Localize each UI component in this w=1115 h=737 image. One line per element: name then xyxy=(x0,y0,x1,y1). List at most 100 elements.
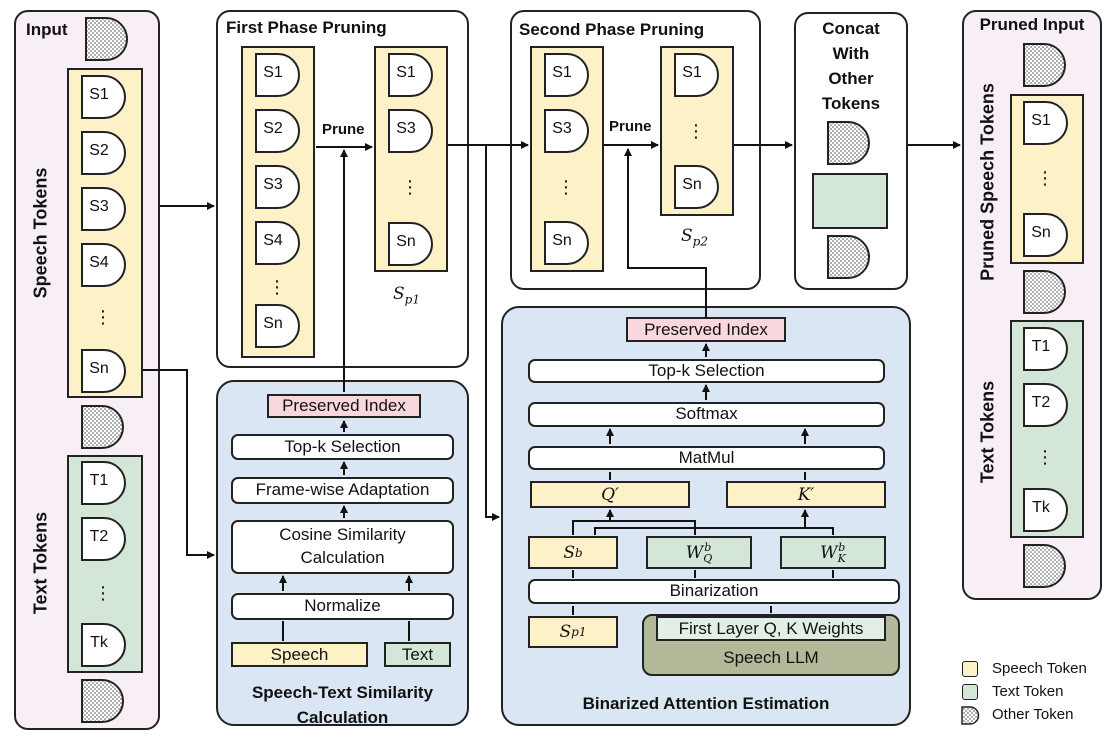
input-speech-column xyxy=(67,68,143,398)
speech-token: S4 xyxy=(80,242,128,288)
speech-token: S3 xyxy=(80,186,128,232)
speech-token: S3 xyxy=(543,108,591,154)
speech-token: S1 xyxy=(673,52,721,98)
sim-cosine-box: Cosine Similarity Calculation xyxy=(231,520,454,574)
second-phase-title: Second Phase Pruning xyxy=(519,20,705,39)
token-label: Sn xyxy=(682,176,702,193)
ellipsis-dots: ⋮ xyxy=(557,176,575,197)
token-label: S3 xyxy=(89,198,109,215)
token-label: Sn xyxy=(89,360,109,377)
legend-text-swatch xyxy=(962,684,978,700)
second-prune-label: Prune xyxy=(609,118,652,135)
speech-token: S1 xyxy=(1022,100,1070,146)
speech-token: Sn xyxy=(80,348,128,394)
sim-title: Speech-Text Similarity Calculation xyxy=(251,683,434,727)
speech-token: S3 xyxy=(254,164,302,210)
token-label: S2 xyxy=(263,120,283,137)
speech-token: Sn xyxy=(673,164,721,210)
token-label: Sn xyxy=(1031,224,1051,241)
ellipsis-dots: ⋮ xyxy=(94,582,112,603)
speech-token: S4 xyxy=(254,220,302,266)
token-label: Tk xyxy=(90,634,108,651)
other-token-icon xyxy=(1022,42,1068,88)
token-label: S1 xyxy=(396,64,416,81)
token-label: S1 xyxy=(89,86,109,103)
token-label: S4 xyxy=(263,232,283,249)
other-token-icon xyxy=(1022,269,1068,315)
att-matmul-box: MatMul xyxy=(528,446,885,470)
token-label: S1 xyxy=(263,64,283,81)
token-label: S1 xyxy=(552,64,572,81)
other-token-icon xyxy=(826,234,872,280)
text-token: T1 xyxy=(80,460,128,506)
ellipsis-dots: ⋮ xyxy=(94,306,112,327)
pruned-input-title: Pruned Input xyxy=(979,15,1085,34)
sim-speech-box: Speech xyxy=(231,642,368,667)
speech-token: Sn xyxy=(1022,212,1070,258)
other-token-icon xyxy=(80,404,126,450)
token-label: T2 xyxy=(89,528,109,545)
ellipsis-dots: ⋮ xyxy=(1036,167,1054,188)
token-label: S3 xyxy=(552,120,572,137)
att-title: Binarized Attention Estimation xyxy=(582,694,830,713)
token-label: S3 xyxy=(263,176,283,193)
text-token: T2 xyxy=(1022,382,1070,428)
token-label: T1 xyxy=(1031,338,1051,355)
speech-token: S2 xyxy=(254,108,302,154)
other-token-icon xyxy=(1022,543,1068,589)
att-speech-llm-label: Speech LLM xyxy=(723,648,819,667)
token-label: S4 xyxy=(89,254,109,271)
speech-token: Sn xyxy=(254,303,302,349)
att-softmax-box: Softmax xyxy=(528,402,885,427)
text-token: T1 xyxy=(1022,326,1070,372)
legend-speech-swatch xyxy=(962,661,978,677)
first-set-label: Sp1 xyxy=(393,284,420,307)
text-token: Tk xyxy=(80,622,128,668)
speech-token: S3 xyxy=(387,108,435,154)
speech-token: Sn xyxy=(543,220,591,266)
sim-framewise-box: Frame-wise Adaptation xyxy=(231,477,454,504)
token-label: S1 xyxy=(1031,112,1051,129)
token-label: Sn xyxy=(263,315,283,332)
ellipsis-dots: ⋮ xyxy=(401,176,419,197)
text-token: Tk xyxy=(1022,487,1070,533)
att-preserved-index: Preserved Index xyxy=(626,317,786,342)
speech-token: Sn xyxy=(387,221,435,267)
concat-text-block xyxy=(812,173,888,229)
sim-topk-box: Top-k Selection xyxy=(231,434,454,460)
first-phase-title: First Phase Pruning xyxy=(226,18,387,37)
legend-other-swatch xyxy=(961,706,981,726)
speech-token: S2 xyxy=(80,130,128,176)
token-label: T2 xyxy=(1031,394,1051,411)
ellipsis-dots: ⋮ xyxy=(687,120,705,141)
second-set-label: Sp2 xyxy=(681,226,708,249)
token-label: Tk xyxy=(1032,499,1050,516)
sim-text-box: Text xyxy=(384,642,451,667)
att-topk-box: Top-k Selection xyxy=(528,359,885,383)
input-title: Input xyxy=(26,20,68,39)
sim-normalize-box: Normalize xyxy=(231,593,454,620)
token-label: S1 xyxy=(682,64,702,81)
token-label: Sn xyxy=(552,232,572,249)
token-label: S3 xyxy=(396,120,416,137)
other-token-icon xyxy=(80,678,126,724)
other-token-icon xyxy=(84,16,130,62)
ellipsis-dots: ⋮ xyxy=(1036,446,1054,467)
speech-token: S1 xyxy=(80,74,128,120)
sim-preserved-index: Preserved Index xyxy=(267,394,421,418)
legend-text-label: Text Token xyxy=(992,683,1064,700)
legend-speech-label: Speech Token xyxy=(992,660,1087,677)
speech-token: S1 xyxy=(543,52,591,98)
token-label: S2 xyxy=(89,142,109,159)
other-token-icon xyxy=(826,120,872,166)
att-q-prime-box: Q′ xyxy=(530,481,690,508)
att-first-layer-box: First Layer Q, K Weights xyxy=(656,616,886,641)
text-token: T2 xyxy=(80,516,128,562)
speech-token: S1 xyxy=(387,52,435,98)
token-label: Sn xyxy=(396,233,416,250)
